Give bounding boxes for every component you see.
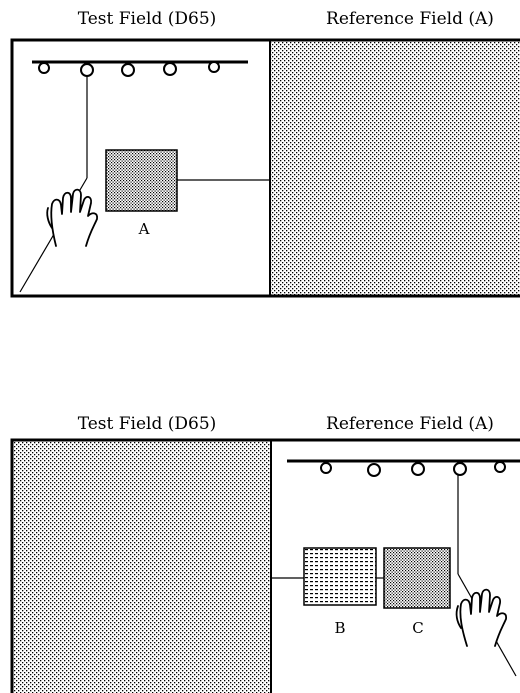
lamp-icon: [163, 62, 177, 76]
top-light-rail: [32, 60, 248, 77]
bottom-left-title: Test Field (D65): [78, 414, 217, 434]
top-panel: Test Field (D65) Reference Field (A) A: [10, 9, 520, 298]
bottom-panel: Test Field (D65) Reference Field (A) B C: [10, 414, 520, 693]
top-frame: [10, 38, 520, 298]
bottom-light-rail: [287, 459, 520, 477]
lamp-icon: [453, 462, 467, 476]
hand-icon: [46, 188, 98, 247]
lamp-icon: [208, 61, 220, 73]
bottom-sample-c: [383, 547, 451, 609]
bottom-test-field: [14, 440, 270, 693]
bottom-sample-b: [303, 547, 377, 606]
lamp-icon: [494, 461, 506, 473]
lamp-icon: [121, 63, 135, 77]
bottom-right-title: Reference Field (A): [326, 414, 494, 434]
top-left-title: Test Field (D65): [78, 9, 217, 29]
top-sample-a-label: A: [138, 220, 150, 238]
top-right-title: Reference Field (A): [326, 9, 494, 29]
bottom-sample-b-label: B: [334, 619, 345, 637]
lamp-icon: [320, 462, 332, 474]
lamp-icon: [411, 462, 425, 476]
hand-icon: [455, 588, 507, 647]
top-reference-field: [271, 40, 520, 296]
lamp-icon: [80, 63, 94, 77]
bottom-frame: [10, 438, 520, 693]
lamp-icon: [38, 62, 50, 74]
bottom-sample-c-label: C: [412, 619, 423, 637]
top-sample-a: [105, 149, 178, 212]
lamp-icon: [367, 463, 381, 477]
